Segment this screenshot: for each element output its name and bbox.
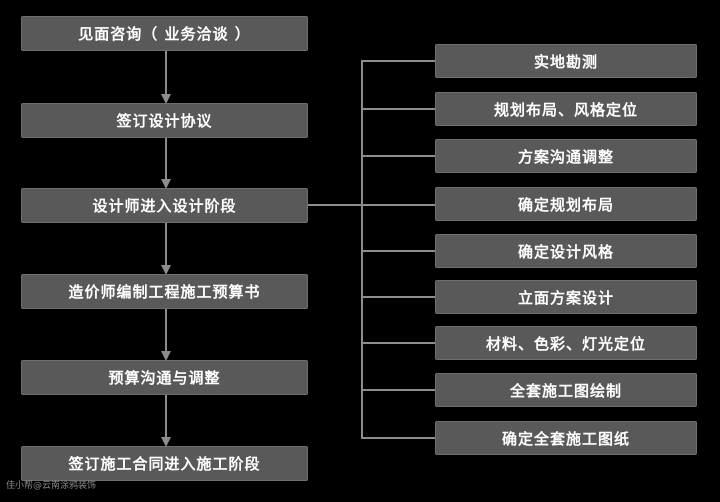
step-sign-design-agreement-label: 签订设计协议: [116, 112, 213, 130]
step-consultation-label: 见面咨询（ 业务洽谈 ）: [78, 25, 251, 43]
step-budget-adjustment-label: 预算沟通与调整: [108, 369, 221, 387]
step-budget-preparation-label: 造价师编制工程施工预算书: [68, 283, 261, 301]
task-confirm-style: 确定设计风格: [435, 234, 697, 268]
task-scheme-communication-label: 方案沟通调整: [517, 147, 614, 166]
task-confirm-layout: 确定规划布局: [435, 187, 697, 221]
task-material-color-lighting: 材料、色彩、灯光定位: [435, 326, 697, 360]
task-scheme-communication: 方案沟通调整: [435, 139, 697, 173]
step-consultation: 见面咨询（ 业务洽谈 ）: [21, 16, 308, 51]
step-budget-adjustment: 预算沟通与调整: [21, 360, 308, 395]
step-design-stage: 设计师进入设计阶段: [21, 188, 308, 223]
step-budget-preparation: 造价师编制工程施工预算书: [21, 274, 308, 309]
task-confirm-layout-label: 确定规划布局: [517, 195, 614, 214]
step-sign-design-agreement: 签订设计协议: [21, 103, 308, 138]
task-confirm-style-label: 确定设计风格: [517, 242, 614, 261]
step-design-stage-label: 设计师进入设计阶段: [92, 197, 237, 215]
step-construction-stage-label: 签订施工合同进入施工阶段: [68, 455, 261, 473]
task-site-survey: 实地勘测: [435, 44, 697, 78]
task-confirm-drawings-label: 确定全套施工图纸: [501, 429, 630, 448]
task-site-survey-label: 实地勘测: [533, 52, 598, 71]
task-layout-style: 规划布局、风格定位: [435, 92, 697, 126]
task-elevation-design-label: 立面方案设计: [517, 288, 614, 307]
task-construction-drawings-label: 全套施工图绘制: [509, 381, 622, 400]
step-construction-stage: 签订施工合同进入施工阶段: [21, 446, 308, 481]
task-layout-style-label: 规划布局、风格定位: [493, 100, 638, 119]
task-elevation-design: 立面方案设计: [435, 280, 697, 314]
task-confirm-drawings: 确定全套施工图纸: [435, 421, 697, 455]
watermark: 佳小帮@云南涂鸦装饰: [6, 481, 97, 491]
task-material-color-lighting-label: 材料、色彩、灯光定位: [485, 334, 646, 353]
task-construction-drawings: 全套施工图绘制: [435, 373, 697, 407]
